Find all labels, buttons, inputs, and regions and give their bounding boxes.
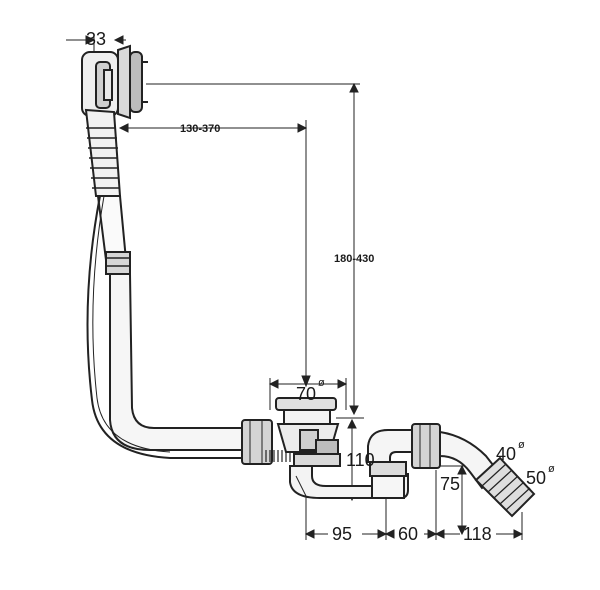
dim-label-95: 95 [332,524,352,544]
dim-label-180-430: 180-430 [334,253,374,265]
dim-label-130-370: 130-370 [180,123,220,135]
outlet-elbow [367,423,536,518]
dim-label-75: 75 [440,474,460,494]
dim-label-50: 50 [526,468,546,488]
overflow-hose [84,108,260,459]
diameter-symbol-70: ø [318,377,325,389]
dim-label-40: 40 [496,444,516,464]
overflow-head [81,44,148,120]
dim-label-70: 70 [296,384,316,404]
dim-label-110: 110 [346,450,375,470]
drain-assembly [241,397,409,499]
dimension-lines [66,34,524,540]
dim-label-118: 118 [463,524,492,544]
diameter-symbol-50: ø [548,463,555,475]
diameter-symbol-40: ø [518,439,525,451]
dim-label-60: 60 [398,524,418,544]
dim-label-33: 33 [86,29,106,49]
